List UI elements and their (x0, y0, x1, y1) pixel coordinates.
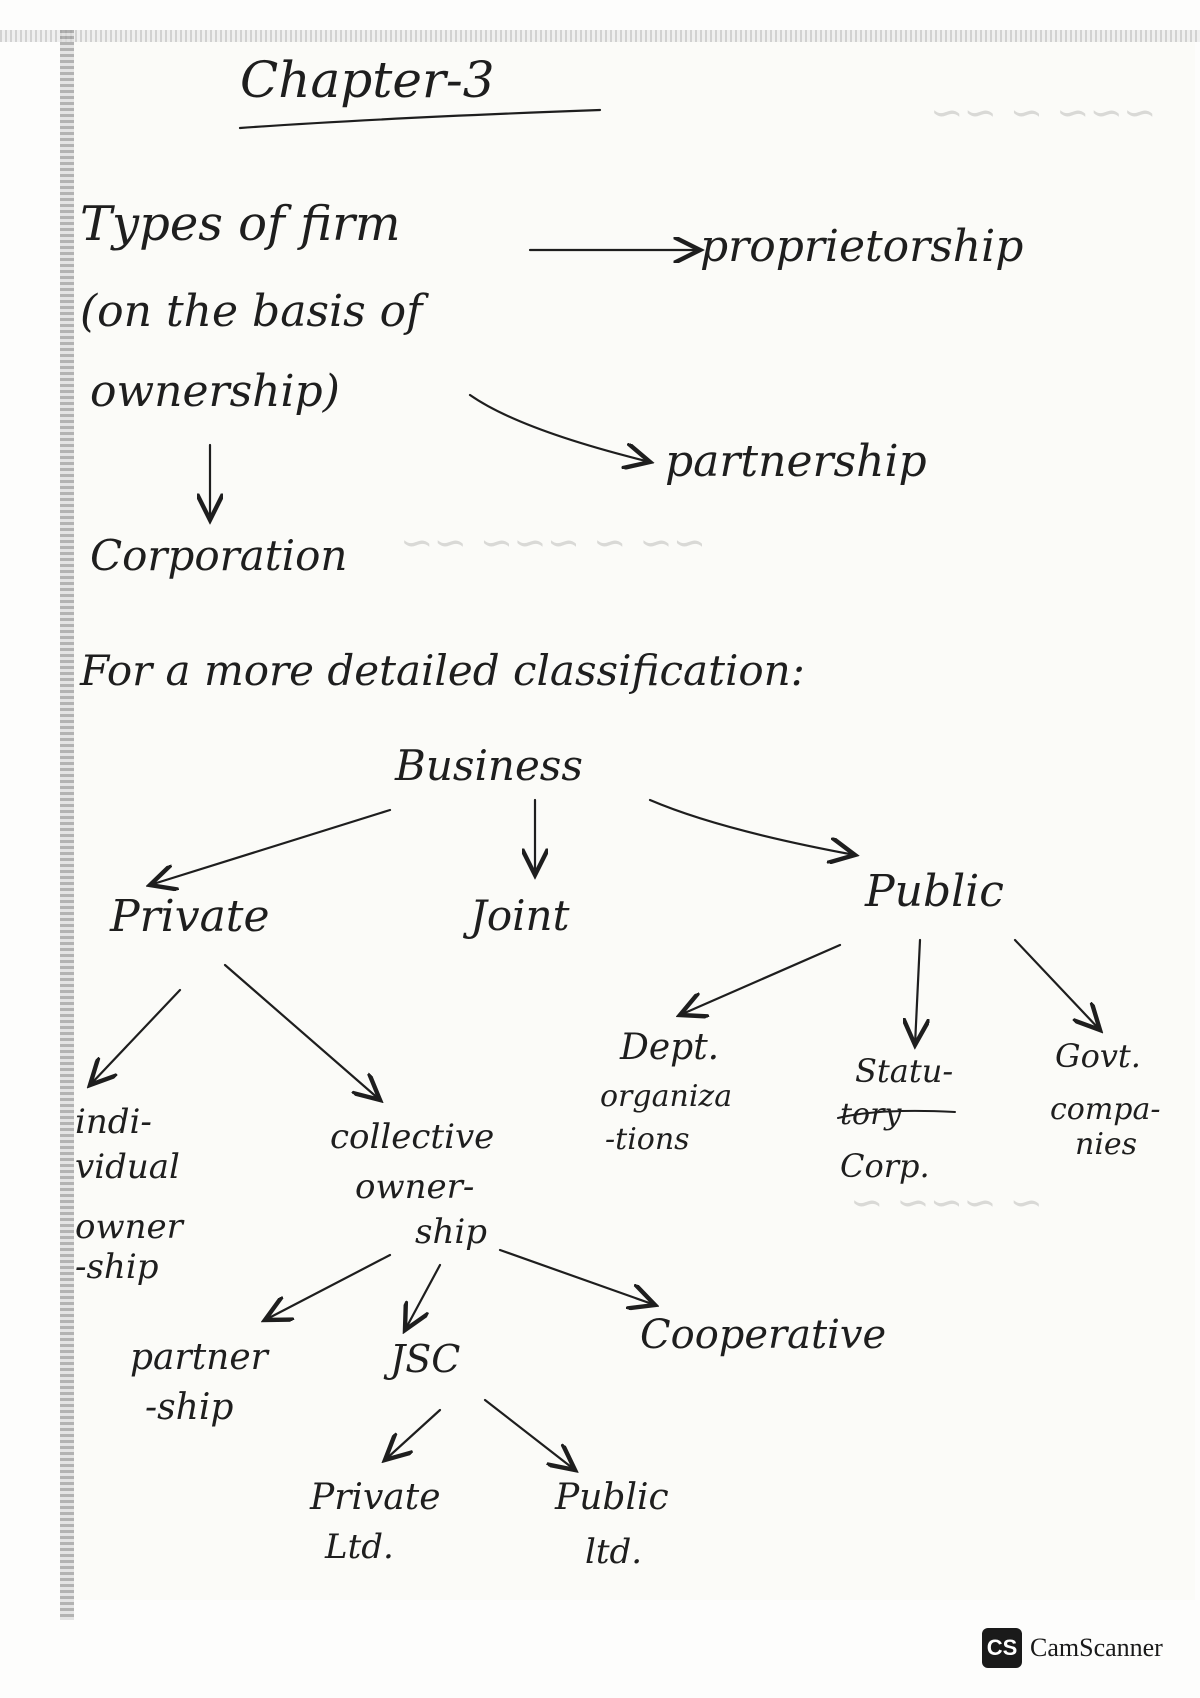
arrow-private-collective (223, 963, 380, 1100)
camscanner-watermark: CS CamScanner (982, 1628, 1163, 1668)
node-dept-line: Dept. (620, 1027, 720, 1068)
node-collective-line: ship (415, 1212, 487, 1252)
node-public-ltd-line: Public (555, 1477, 669, 1518)
node-joint: Joint (470, 891, 570, 940)
node-govt-line: nies (1075, 1127, 1138, 1162)
node-private: Private (110, 891, 270, 942)
node-dept-line: -tions (605, 1122, 690, 1157)
node-individual-line: indi- (75, 1102, 152, 1142)
node-private-ltd-line: Private (310, 1477, 441, 1518)
arrow-to-partnership (468, 393, 650, 462)
node-individual-line: owner (75, 1207, 183, 1247)
title-underline (238, 108, 602, 130)
firm-types-line1: Types of firm (80, 196, 401, 252)
notebook-binding (60, 30, 74, 1620)
node-business: Business (395, 741, 583, 790)
type-proprietorship: proprietorship (700, 221, 1024, 272)
node-dept-line: organiza (600, 1079, 733, 1114)
node-collective-line: owner- (355, 1167, 475, 1207)
node-partnership-line: -ship (145, 1387, 234, 1428)
node-individual-line: -ship (75, 1247, 159, 1287)
arrow-business-public (648, 798, 855, 855)
node-cooperative: Cooperative (640, 1312, 887, 1358)
firm-types-line2: (on the basis of (80, 286, 423, 337)
node-public: Public (865, 866, 1004, 917)
arrow-collective-jsc (405, 1263, 442, 1330)
arrow-public-dept (680, 943, 842, 1015)
arrow-collective-partnership (265, 1253, 392, 1320)
node-public-ltd-line: ltd. (585, 1532, 643, 1572)
node-statutory-line: Statu- (855, 1052, 954, 1090)
node-govt-line: Govt. (1055, 1037, 1141, 1075)
node-statutory-line: Corp. (840, 1147, 930, 1185)
page-top-edge (0, 30, 1200, 42)
type-partnership: partnership (665, 436, 927, 487)
node-collective-line: collective (330, 1117, 495, 1157)
notebook-paper (70, 40, 1195, 1600)
node-jsc: JSC (390, 1337, 461, 1381)
type-corporation: Corporation (90, 531, 348, 580)
firm-types-line3: ownership) (90, 366, 340, 417)
node-private-ltd-line: Ltd. (325, 1527, 394, 1567)
arrow-public-statutory (915, 938, 920, 1045)
node-partnership-line: partner (130, 1337, 268, 1378)
node-govt-line: compa- (1050, 1092, 1161, 1127)
statutory-strike (837, 1109, 956, 1119)
arrow-public-govt (1013, 938, 1100, 1030)
camscanner-label: CamScanner (1030, 1633, 1163, 1662)
arrow-collective-cooperative (498, 1248, 655, 1305)
camscanner-logo-icon: CS (982, 1628, 1022, 1668)
detail-heading: For a more detailed classification: (80, 646, 805, 695)
arrow-jsc-public (483, 1398, 575, 1470)
arrow-private-individual (90, 988, 182, 1085)
arrow-business-private (150, 808, 392, 885)
chapter-title: Chapter-3 (240, 51, 495, 109)
arrow-jsc-private (385, 1408, 442, 1460)
node-individual-line: vidual (75, 1147, 180, 1187)
